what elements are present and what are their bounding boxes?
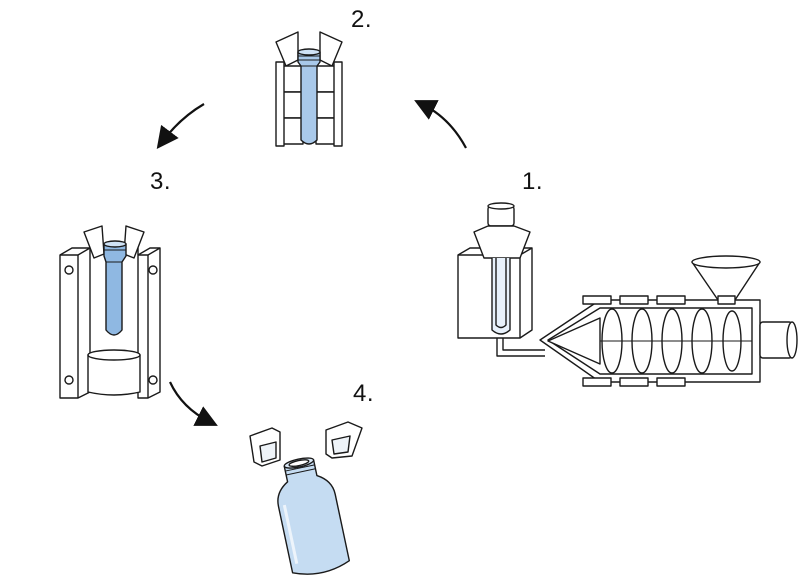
flow-arrows [156,100,467,426]
step-label-1: 1. [522,168,544,195]
arrow-2-to-3 [156,103,205,150]
step-label-2: 2. [351,6,373,33]
arrow-3-to-4 [169,381,218,426]
injection-molding-machine-icon [457,202,798,387]
step-label-3: 3. [150,168,172,195]
finished-bottle-icon [249,421,363,575]
blow-mold-icon [59,225,161,399]
step-label-4: 4. [353,380,375,407]
arrow-1-to-2 [414,100,467,149]
preform-conditioning-mold-icon [275,31,343,147]
